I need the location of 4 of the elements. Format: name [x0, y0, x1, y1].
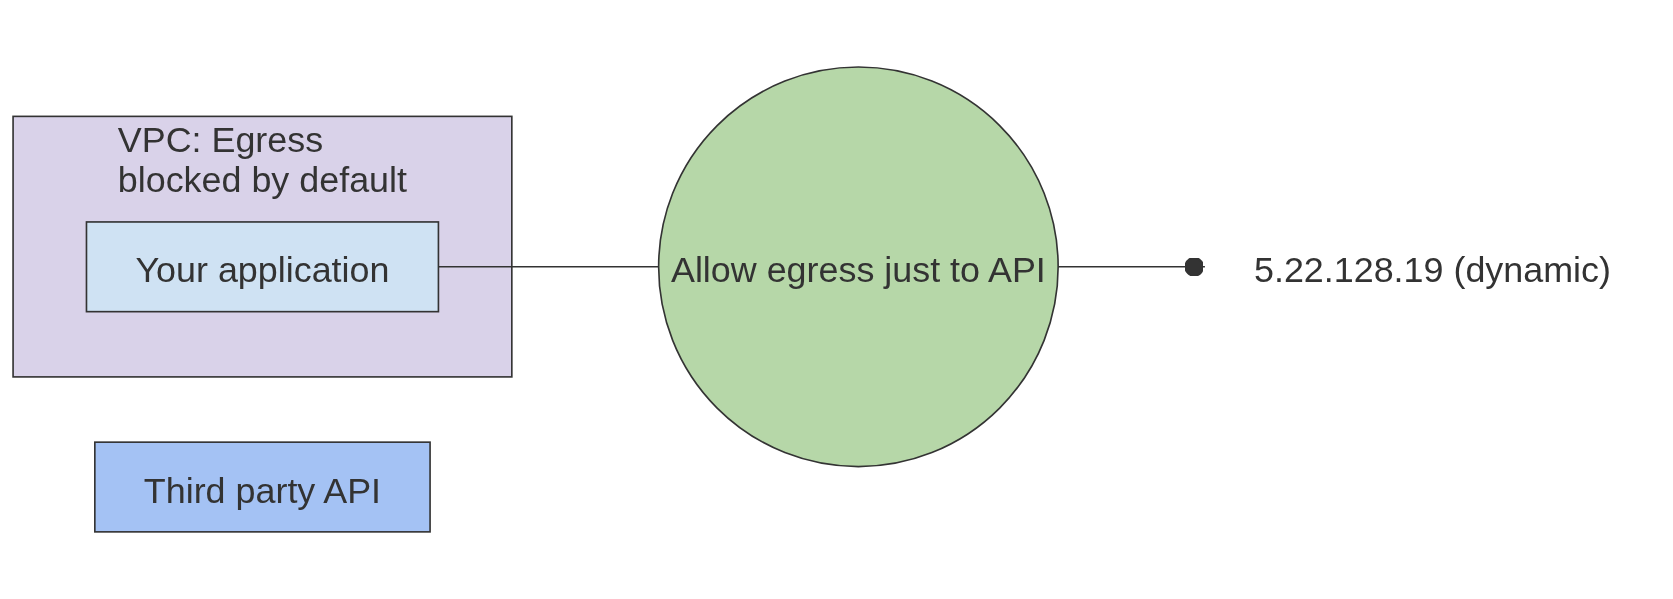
node-circle: Allow egress just to API — [657, 66, 1059, 468]
node-text: 5.22.128.19 (dynamic) — [1253, 250, 1611, 291]
node-box: Your application — [85, 221, 440, 313]
node-box: Third party API — [94, 441, 431, 533]
